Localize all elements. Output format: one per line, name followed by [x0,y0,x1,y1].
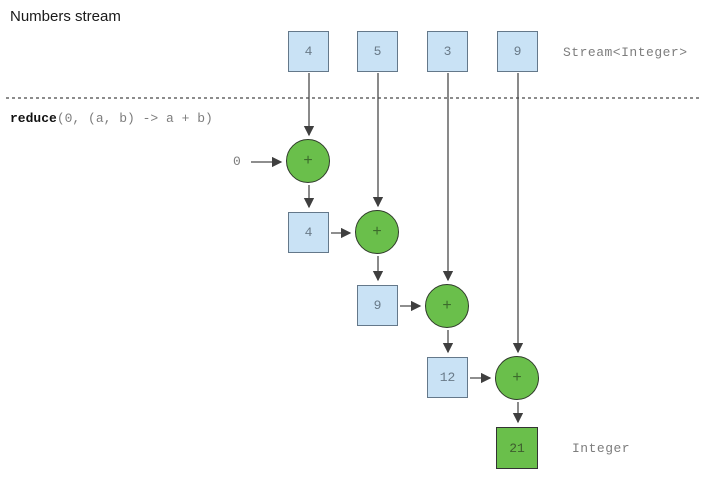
plus-operation-circle: + [286,139,330,183]
operator: + [303,152,313,170]
accumulator-value: 4 [304,225,313,240]
stream-box: 4 [288,31,329,72]
operator: + [442,297,452,315]
stream-operation-divider [6,97,699,99]
stream-value: 5 [373,44,382,59]
operator: + [372,223,382,241]
result-type-label: Integer [572,441,631,456]
reduce-args: (0, (a, b) -> a + b) [56,111,213,126]
result-box: 21 [496,427,538,469]
stream-value: 3 [443,44,452,59]
plus-operation-circle: + [495,356,539,400]
stream-value: 4 [304,44,313,59]
operator: + [512,369,522,387]
seed-value: 0 [233,154,241,169]
stream-type-label: Stream<Integer> [563,45,688,60]
accumulator-box: 9 [357,285,398,326]
reduce-keyword: reduce [10,111,57,126]
stream-box: 9 [497,31,538,72]
accumulator-value: 9 [373,298,382,313]
result-value: 21 [509,440,525,456]
stream-value: 9 [513,44,522,59]
reduce-expression: reduce(0, (a, b) -> a + b) [10,111,213,126]
plus-operation-circle: + [355,210,399,254]
stream-box: 5 [357,31,398,72]
accumulator-value: 12 [439,370,456,385]
diagram-title: Numbers stream [10,8,121,25]
accumulator-box: 4 [288,212,329,253]
plus-operation-circle: + [425,284,469,328]
stream-box: 3 [427,31,468,72]
accumulator-box: 12 [427,357,468,398]
